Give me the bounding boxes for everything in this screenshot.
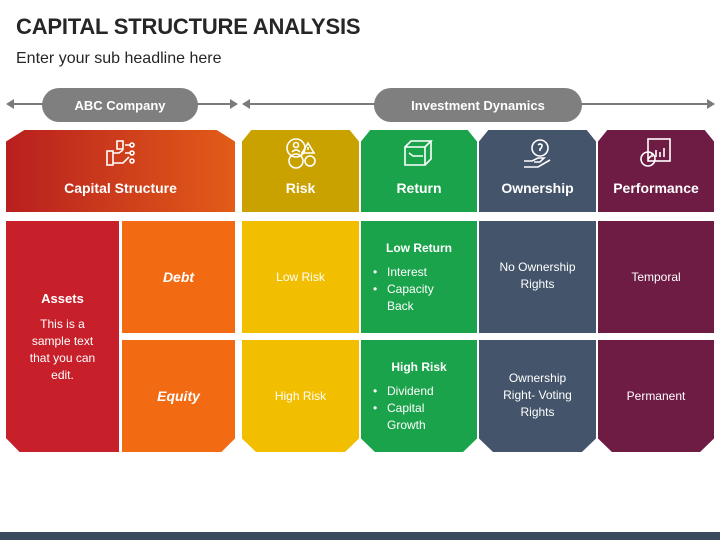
page-subtitle: Enter your sub headline here (16, 50, 222, 67)
risk-header-label: Risk (285, 180, 316, 196)
ownership-low-cell: No Ownership Rights (479, 221, 596, 333)
performance-header: Performance (598, 130, 714, 212)
return-high-title: High Risk (391, 360, 447, 374)
performance-high-text: Permanent (626, 389, 686, 403)
abc-company-pill: ABC Company (42, 88, 198, 122)
return-low-title: Low Return (386, 241, 452, 255)
risk-low-cell: Low Risk (242, 221, 359, 333)
debt-label: Debt (162, 269, 195, 285)
assets-cell: Assets This is a sample text that you ca… (6, 221, 119, 452)
performance-low-cell: Temporal (598, 221, 714, 333)
return-high-item-1: Dividend (373, 383, 443, 400)
performance-high-cell: Permanent (598, 340, 714, 452)
return-header-label: Return (396, 180, 442, 196)
right-arrow-head-left (242, 99, 250, 109)
left-arrow-head-right (230, 99, 238, 109)
bottom-bar (0, 532, 720, 540)
return-low-item-2: Capacity Back (373, 281, 443, 315)
risk-high-text: High Risk (274, 389, 327, 403)
performance-header-label: Performance (613, 180, 699, 196)
return-low-cell: Low Return Interest Capacity Back (361, 221, 477, 333)
return-header: Return (361, 130, 477, 212)
capital-structure-header: Capital Structure (6, 130, 235, 212)
assets-text: This is a sample text that you can edit. (29, 317, 96, 382)
risk-people-icon (242, 136, 359, 170)
equity-cell: Equity (122, 340, 235, 452)
assets-label: Assets (41, 291, 84, 306)
ownership-header-label: Ownership (501, 180, 574, 196)
page-title: CAPITAL STRUCTURE ANALYSIS (16, 14, 361, 39)
risk-high-cell: High Risk (242, 340, 359, 452)
left-arrow-head-left (6, 99, 14, 109)
ownership-header: Ownership (479, 130, 596, 212)
ownership-high-text: Ownership Right- Voting Rights (503, 371, 572, 419)
ownership-high-cell: Ownership Right- Voting Rights (479, 340, 596, 452)
return-high-item-2: Capital Growth (373, 400, 443, 434)
chart-gauge-icon (598, 136, 714, 170)
capital-structure-label: Capital Structure (64, 180, 177, 196)
hand-money-icon (6, 136, 235, 170)
risk-header: Risk (242, 130, 359, 212)
box-return-icon (361, 136, 477, 170)
right-arrow-head-right (707, 99, 715, 109)
return-low-item-1: Interest (373, 264, 443, 281)
equity-label: Equity (157, 388, 200, 404)
risk-low-text: Low Risk (276, 270, 325, 284)
performance-low-text: Temporal (631, 270, 681, 284)
return-high-cell: High Risk Dividend Capital Growth (361, 340, 477, 452)
debt-cell: Debt (122, 221, 235, 333)
idea-hand-icon (479, 136, 596, 170)
investment-dynamics-pill: Investment Dynamics (374, 88, 582, 122)
ownership-low-text: No Ownership Rights (499, 260, 576, 291)
